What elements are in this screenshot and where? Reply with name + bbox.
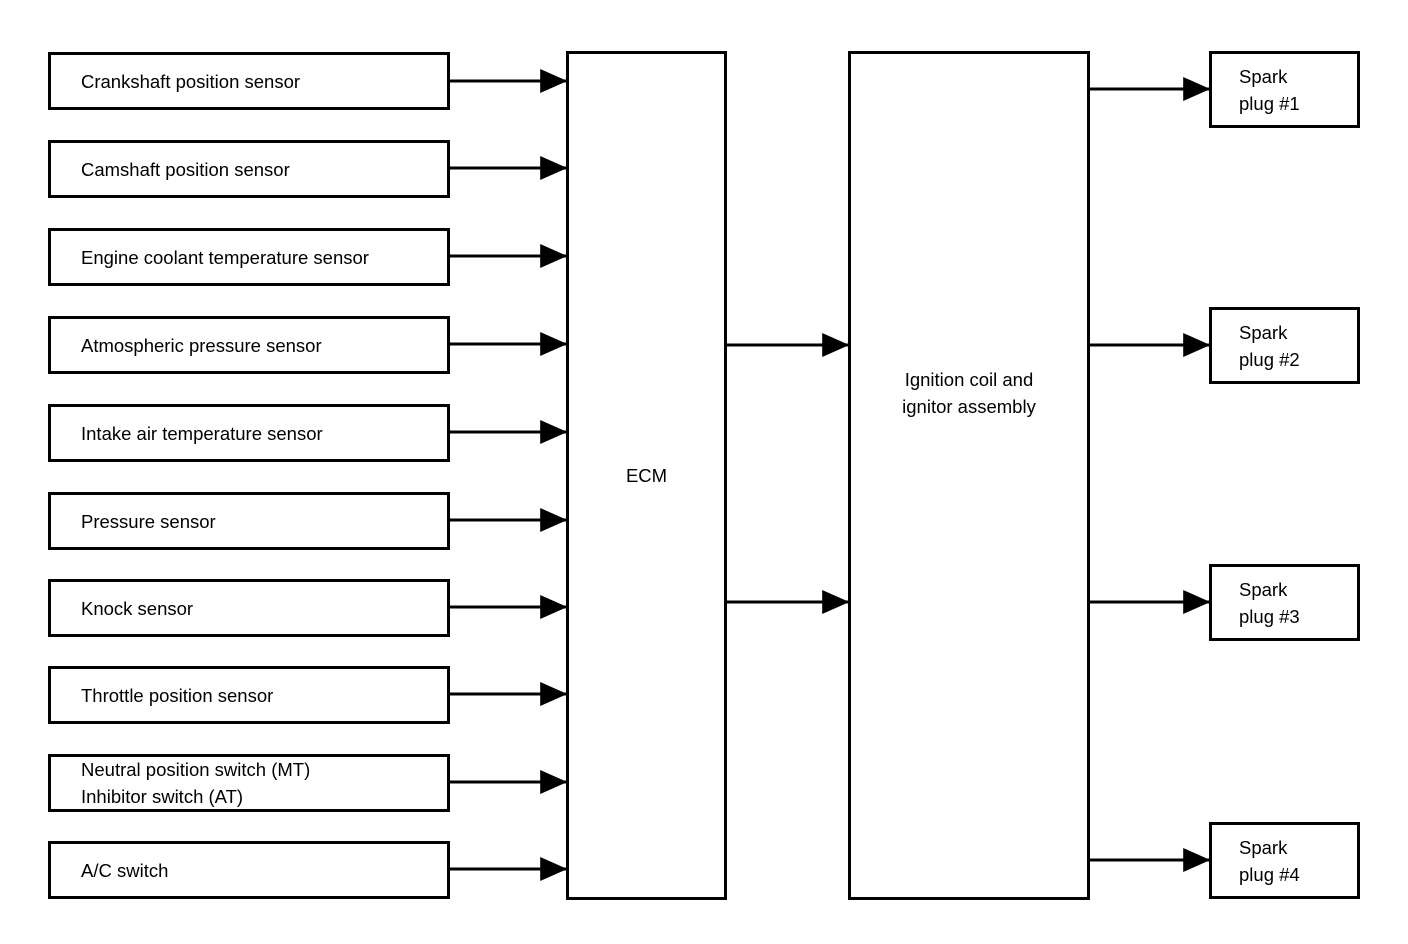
node-crankshaft-position-sensor: Crankshaft position sensor [48,52,450,110]
node-label: Spark plug #2 [1239,321,1300,370]
node-spark-plug-3: Spark plug #3 [1209,564,1360,641]
node-label: Throttle position sensor [81,684,274,706]
node-neutral-position-switch: Neutral position switch (MT) Inhibitor s… [48,754,450,812]
node-label: ECM [625,465,668,486]
node-label: Spark plug #3 [1239,578,1300,627]
node-label: Neutral position switch (MT) Inhibitor s… [81,759,311,807]
node-pressure-sensor: Pressure sensor [48,492,450,550]
node-label: Knock sensor [81,597,194,619]
node-spark-plug-2: Spark plug #2 [1209,307,1360,384]
node-camshaft-position-sensor: Camshaft position sensor [48,140,450,198]
node-label: Engine coolant temperature sensor [81,246,369,268]
node-spark-plug-4: Spark plug #4 [1209,822,1360,899]
node-throttle-position-sensor: Throttle position sensor [48,666,450,724]
node-ac-switch: A/C switch [48,841,450,899]
node-label: Ignition coil and ignitor assembly [902,369,1036,417]
node-intake-air-temperature-sensor: Intake air temperature sensor [48,404,450,462]
node-spark-plug-1: Spark plug #1 [1209,51,1360,128]
node-engine-coolant-temperature-sensor: Engine coolant temperature sensor [48,228,450,286]
node-label: Spark plug #1 [1239,65,1300,114]
node-label: Crankshaft position sensor [81,70,301,92]
node-label: Spark plug #4 [1239,836,1300,885]
node-label: A/C switch [81,859,169,881]
node-label: Atmospheric pressure sensor [81,334,322,356]
node-label: Camshaft position sensor [81,158,290,180]
node-ignition-coil-and-ignitor-assembly: Ignition coil and ignitor assembly [848,51,1090,900]
node-atmospheric-pressure-sensor: Atmospheric pressure sensor [48,316,450,374]
node-label: Pressure sensor [81,510,216,532]
node-knock-sensor: Knock sensor [48,579,450,637]
node-label: Intake air temperature sensor [81,422,323,444]
node-ecm: ECM [566,51,727,900]
